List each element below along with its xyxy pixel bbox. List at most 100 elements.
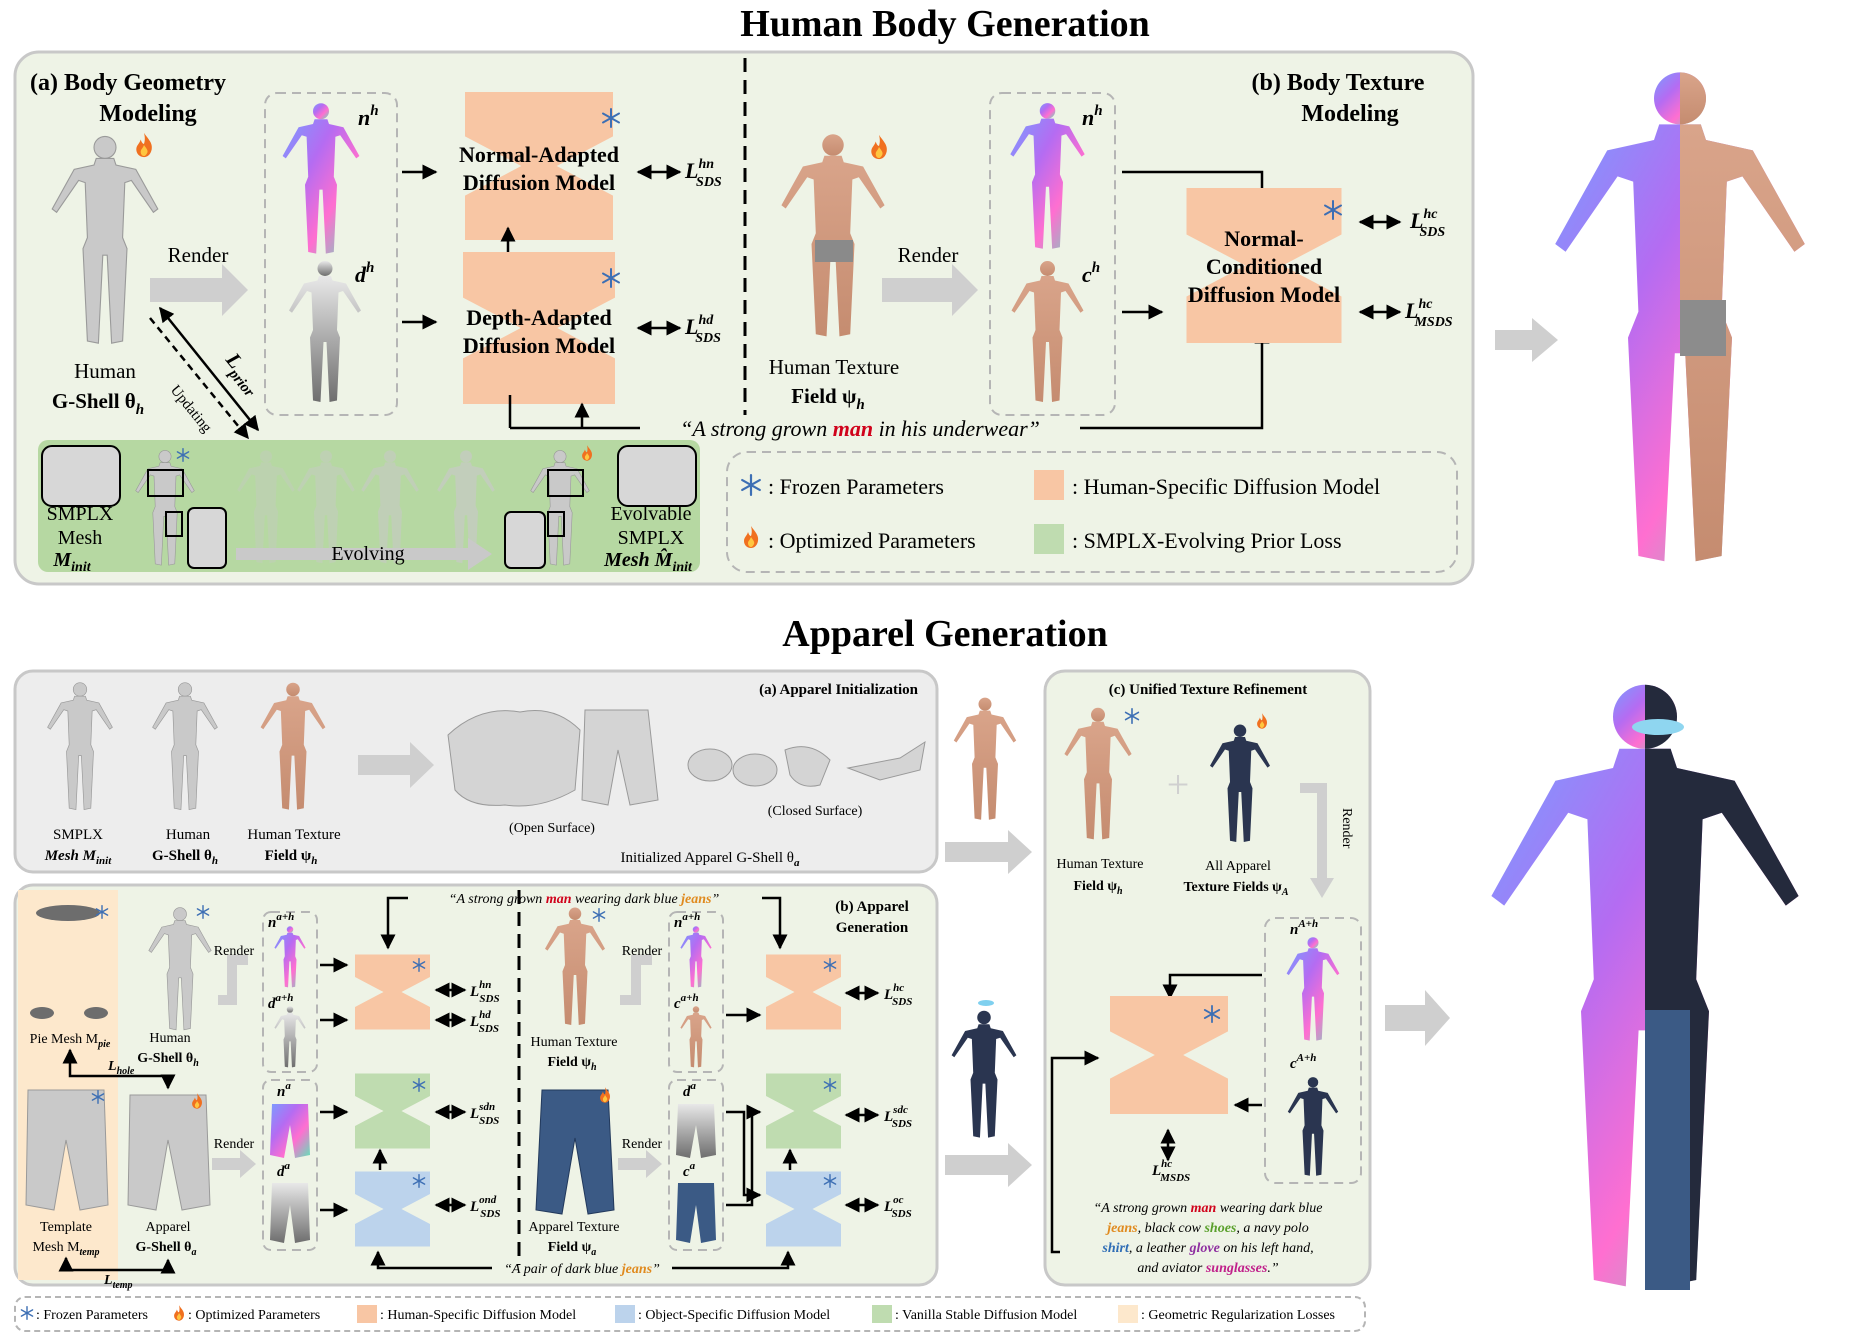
pie-mesh-top [36,905,100,921]
prompt-bottom-left [370,1250,492,1270]
human-gshell-label-2: G-Shell θh [52,389,144,418]
ag-at-label-2: Field ψa [548,1240,596,1258]
n-ah-label-2: na+h [674,911,700,931]
render-connector [218,955,248,1005]
c-a-label: ca [683,1160,696,1180]
zoom-box [147,469,184,497]
flame-icon [174,1305,185,1321]
final-prompt-4: and aviator sunglasses.” [1137,1261,1278,1276]
init-human-label-1: Human [166,827,211,843]
render-d-a-2 [676,1104,716,1158]
underwear [815,240,853,262]
ag-human-label-1: Human [149,1031,190,1046]
template-mesh [25,1089,109,1211]
texture-field-label-1: Human Texture [769,355,900,379]
ag-ht-label-2: Field ψh [547,1055,596,1073]
ag-render-4: Render [622,1137,663,1152]
evol-label-3: Mesh M̂init [603,547,693,575]
ut-render-label: Render [1339,808,1354,849]
texture-title-1: (b) Body Texture [1252,70,1425,96]
normal-model-label-1: Normal-Adapted [459,142,619,167]
render-connector-v [1300,783,1327,878]
updating-arrow [149,317,249,440]
init-arrow [358,742,434,788]
render-box-a-2 [668,1079,724,1251]
ag-ht-label-1: Human Texture [530,1035,617,1050]
render-box-ah-2 [668,911,724,1073]
prior-arrow [159,306,259,432]
object-model-swatch [615,1305,635,1323]
nh-label: nh [358,103,379,130]
gen-title-2: Generation [836,920,909,936]
prompt-bottom-right [672,1250,796,1270]
shoe-mesh [687,748,733,782]
smplx-zoom-chest [41,445,121,507]
render-label-2: Render [898,243,959,267]
smplx-zoom-leg [187,507,227,569]
legend-human-model: : Human-Specific Diffusion Model [1072,474,1380,499]
d-ah-label: da+h [268,992,293,1012]
l-hole-label: Lhole [107,1059,135,1077]
human-model-swatch [1034,470,1064,500]
ag-render-2: Render [214,1137,255,1152]
ut-apparel-label-2: Texture Fields ψA [1184,880,1289,898]
prompt-arrow-unified [1050,1050,1100,1254]
final-result-arrow [1385,990,1450,1046]
ag-human-label-2: G-Shell θh [137,1051,199,1069]
refinement-panel [1043,669,1372,1287]
gen-title-1: (b) Apparel [835,899,908,915]
apparel-title: Apparel Generation [782,613,1107,655]
geometry-title-1: (a) Body Geometry [30,70,226,96]
render-connector [620,955,652,1005]
legend-vanilla: : Vanilla Stable Diffusion Model [895,1308,1077,1323]
render-box-unified [1264,917,1362,1184]
evol-label-2: SMPLX [618,527,685,549]
legend-optimized: : Optimized Parameters [768,528,976,553]
clothed-human-figure [953,697,1017,820]
prior-swatch [1034,524,1064,554]
render-box-ah [262,911,318,1073]
snow-icon [20,1306,34,1320]
human-body-title: Human Body Generation [740,3,1150,45]
geo-reg-swatch [1118,1305,1138,1323]
arrow [726,1104,762,1207]
texture-field-label-2: Field ψh [791,384,865,413]
render-label: Render [168,243,229,267]
apparel-gshell-label-2: G-Shell θa [136,1240,197,1258]
render-box-body [264,92,398,416]
render-arrow-2 [882,264,978,316]
ch-label: ch [1082,260,1100,287]
zoom-box [547,511,565,537]
c-ah-label: ca+h [674,992,699,1012]
n-a-label: na [277,1080,291,1100]
final-prompt-1: “A strong grown man wearing dark blue [1094,1201,1323,1216]
ut-human-label-2: Field ψh [1073,879,1122,897]
legend-frozen: : Frozen Parameters [768,474,944,499]
pie-mesh-label: Pie Mesh Mpie [30,1032,111,1050]
init-texture-label-1: Human Texture [247,827,341,843]
depth-model-label-2: Diffusion Model [463,333,615,358]
final-apparel-result [1491,684,1799,1290]
ut-human-label-1: Human Texture [1056,857,1143,872]
nc-model-label-1: Normal- [1224,226,1303,251]
glasses-mesh [846,740,926,781]
evolving-label: Evolving [331,543,404,565]
evolved-zoom-chest [617,445,697,507]
evolving-arrow [236,538,492,570]
render-arrow-apparel-2 [618,1150,662,1178]
depth-model-label-1: Depth-Adapted [466,305,611,330]
final-human-result [1555,72,1805,562]
shirt-mesh [447,709,581,807]
final-prompt-3: shirt, a leather glove on his left hand, [1101,1241,1313,1256]
result-arrow [1495,318,1558,362]
normal-model-label-2: Diffusion Model [463,170,615,195]
prompt-top-left [380,896,408,950]
dh-label: dh [355,260,374,287]
